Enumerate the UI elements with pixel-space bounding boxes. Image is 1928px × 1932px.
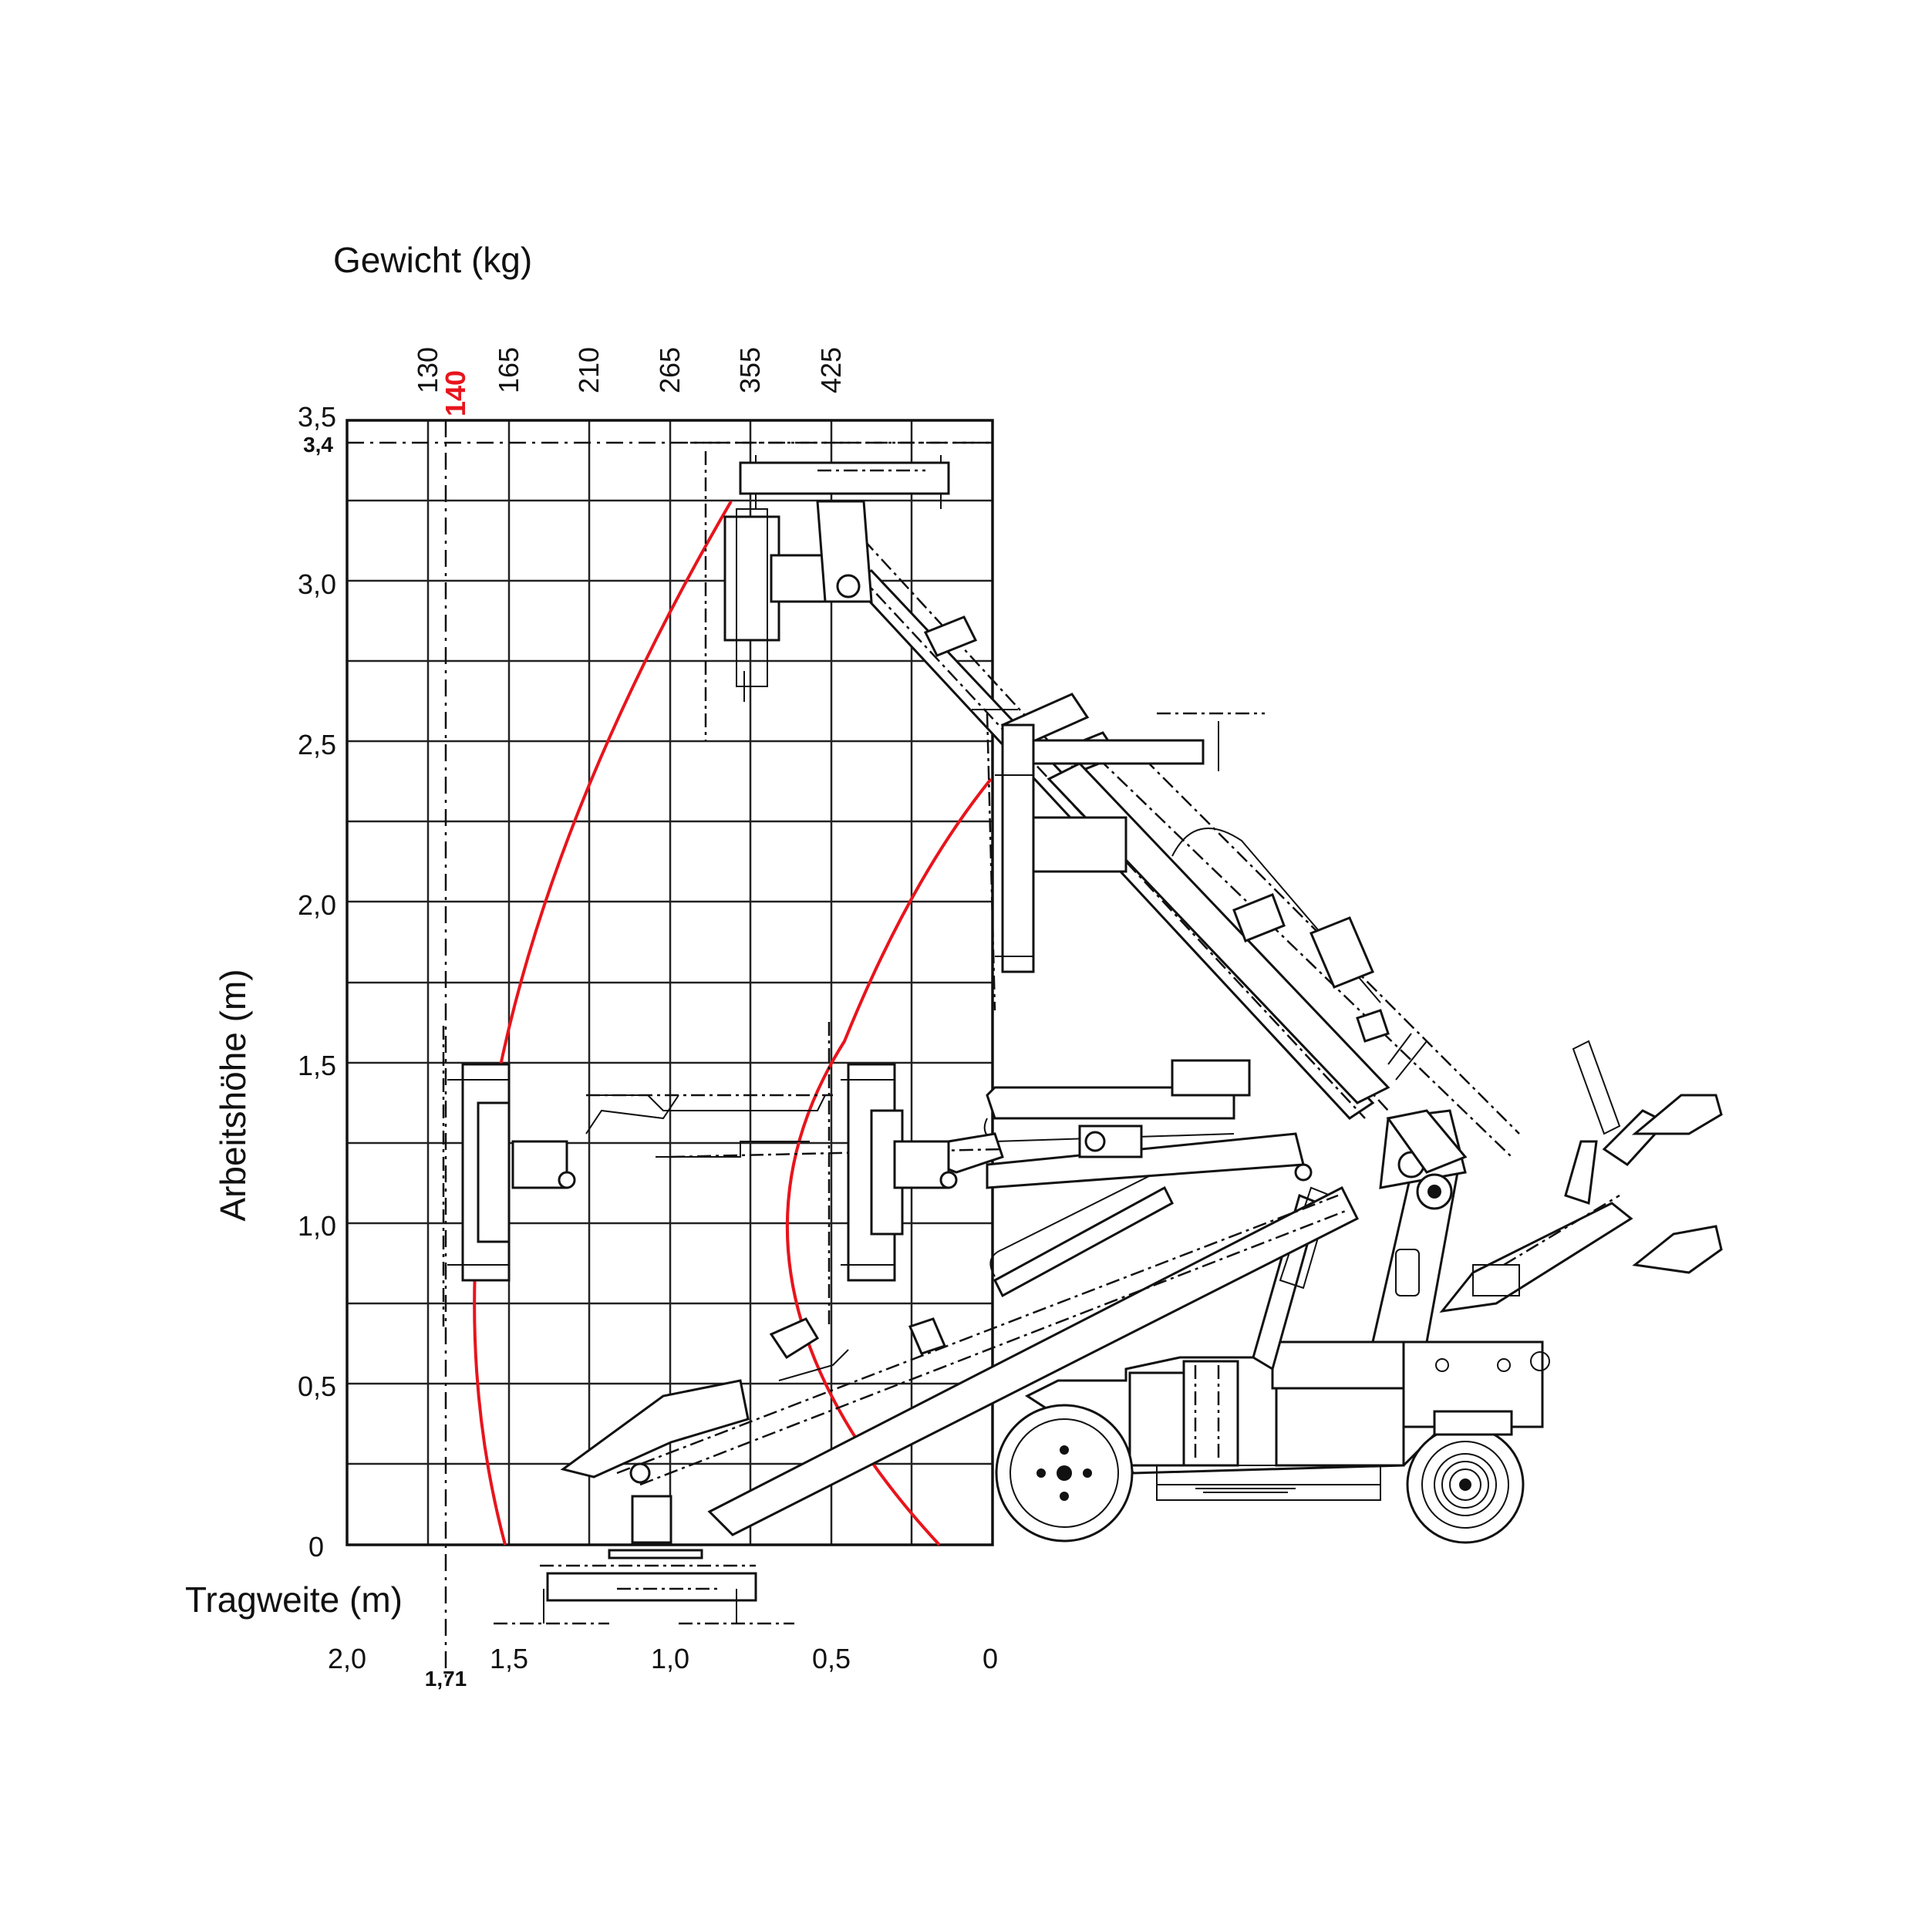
height-marker-tick: 3,4 <box>303 433 333 457</box>
height-tick: 1,0 <box>298 1210 336 1242</box>
height-tick: 0,5 <box>298 1371 336 1402</box>
height-tick: 1,5 <box>298 1050 336 1081</box>
weight-tick: 165 <box>493 347 524 393</box>
weight-tick: 130 <box>412 347 443 393</box>
lifting-machine-icon <box>560 539 1723 1544</box>
reach-tick: 0,5 <box>812 1643 851 1674</box>
vacuum-suction-plate-icon <box>494 1462 794 1625</box>
height-tick: 2,0 <box>298 889 336 921</box>
vacuum-suction-plate-icon <box>690 441 995 740</box>
weight-tick: 425 <box>815 347 847 393</box>
height-tick: 2,5 <box>298 729 336 760</box>
height-tick: 3,0 <box>298 568 336 600</box>
weight-highlight-tick: 140 <box>440 370 471 416</box>
height-tick: 3,5 <box>298 401 336 433</box>
vacuum-suction-plate-icon <box>442 1026 576 1327</box>
height-tick: 0 <box>308 1531 324 1563</box>
weight-tick: 355 <box>734 347 766 393</box>
load-limit-curve-outer <box>473 500 733 1546</box>
reach-marker-tick: 1,71 <box>425 1667 467 1691</box>
vacuum-suction-plate-icon <box>972 709 1265 1011</box>
weight-tick-labels: 130 165 210 265 355 425 140 <box>412 347 847 416</box>
reach-axis-title: Tragweite (m) <box>185 1580 403 1620</box>
reach-tick: 0 <box>983 1643 998 1674</box>
vacuum-suction-plate-icon <box>827 1022 958 1327</box>
chart-grid <box>345 419 994 1546</box>
weight-axis-title: Gewicht (kg) <box>333 240 532 280</box>
height-axis-title: Arbeitshöhe (m) <box>213 969 253 1221</box>
reach-tick: 2,0 <box>328 1643 366 1674</box>
reach-tick: 1,0 <box>651 1643 689 1674</box>
weight-tick: 265 <box>654 347 686 393</box>
load-limit-curve-inner <box>785 777 993 1546</box>
height-tick-labels: 3,5 3,0 2,5 2,0 1,5 1,0 0,5 0 3,4 <box>298 401 336 1563</box>
reach-tick: 1,5 <box>490 1643 528 1674</box>
weight-tick: 210 <box>573 347 605 393</box>
reach-tick-labels: 2,0 1,5 1,0 0,5 0 1,71 <box>328 1643 998 1691</box>
